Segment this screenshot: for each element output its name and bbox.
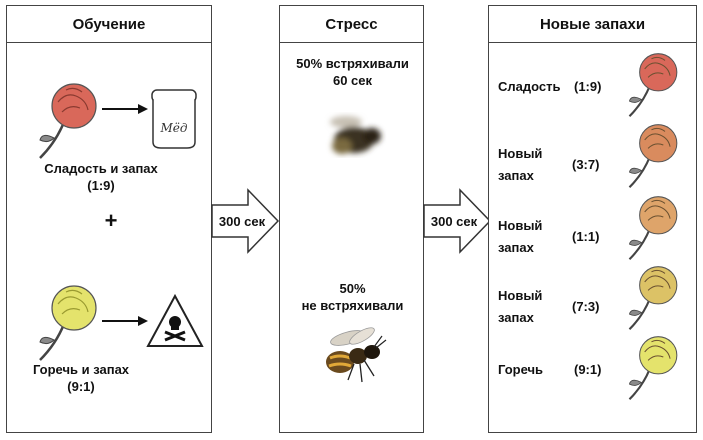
odor-ratio: (7:3) <box>572 299 600 314</box>
training-title: Обучение <box>7 6 211 43</box>
odor-label: Новый <box>498 218 543 233</box>
honey-jar-icon: Мёд <box>151 89 197 149</box>
odor-label: Сладость <box>498 79 561 94</box>
rose-icon <box>628 266 678 331</box>
time-arrow-2 <box>423 188 492 254</box>
rose-icon <box>628 53 678 118</box>
shaken-bee-icon <box>330 116 381 154</box>
odor-ratio: (1:1) <box>572 229 600 244</box>
odor-ratio: (3:7) <box>572 157 600 172</box>
sweet-label: Сладость и запах <box>44 161 158 176</box>
rose-icon <box>628 336 678 401</box>
sweet-ratio: (1:9) <box>87 178 115 193</box>
shaken-line2: 60 сек <box>332 73 373 88</box>
training-panel: Обучение <box>6 5 212 433</box>
bitter-arrow <box>102 316 148 326</box>
plus-sign: + <box>104 208 118 233</box>
time-label-2: 300 сек <box>430 214 478 229</box>
odor-ratio: (9:1) <box>574 362 602 377</box>
odor-ratio: (1:9) <box>574 79 602 94</box>
bitter-rose-icon <box>39 285 97 361</box>
poison-warning-icon <box>146 293 204 347</box>
odor-label: Новый <box>498 288 543 303</box>
bitter-ratio: (9:1) <box>67 379 95 394</box>
bitter-label: Горечь и запах <box>32 362 130 377</box>
odor-label: Горечь <box>498 362 544 377</box>
sweet-rose-icon <box>39 83 97 159</box>
honey-jar-label: Мёд <box>160 121 188 135</box>
odor-label-line2: запах <box>498 168 534 183</box>
shaken-line1: 50% встряхивали <box>296 56 409 71</box>
odor-label: Новый <box>498 146 543 161</box>
odor-label-line2: запах <box>498 240 534 255</box>
rose-icon <box>628 124 678 189</box>
odor-label-line2: запах <box>498 310 534 325</box>
sweet-arrow <box>102 104 148 114</box>
unshaken-line2: не встряхивали <box>301 298 404 313</box>
stress-title: Стресс <box>280 6 423 43</box>
time-arrow-1 <box>211 188 280 254</box>
unshaken-bee-icon <box>326 327 387 383</box>
unshaken-line1: 50% <box>339 281 366 296</box>
rose-icon <box>628 196 678 261</box>
new-odors-title: Новые запахи <box>489 6 696 43</box>
time-label-1: 300 сек <box>218 214 266 229</box>
